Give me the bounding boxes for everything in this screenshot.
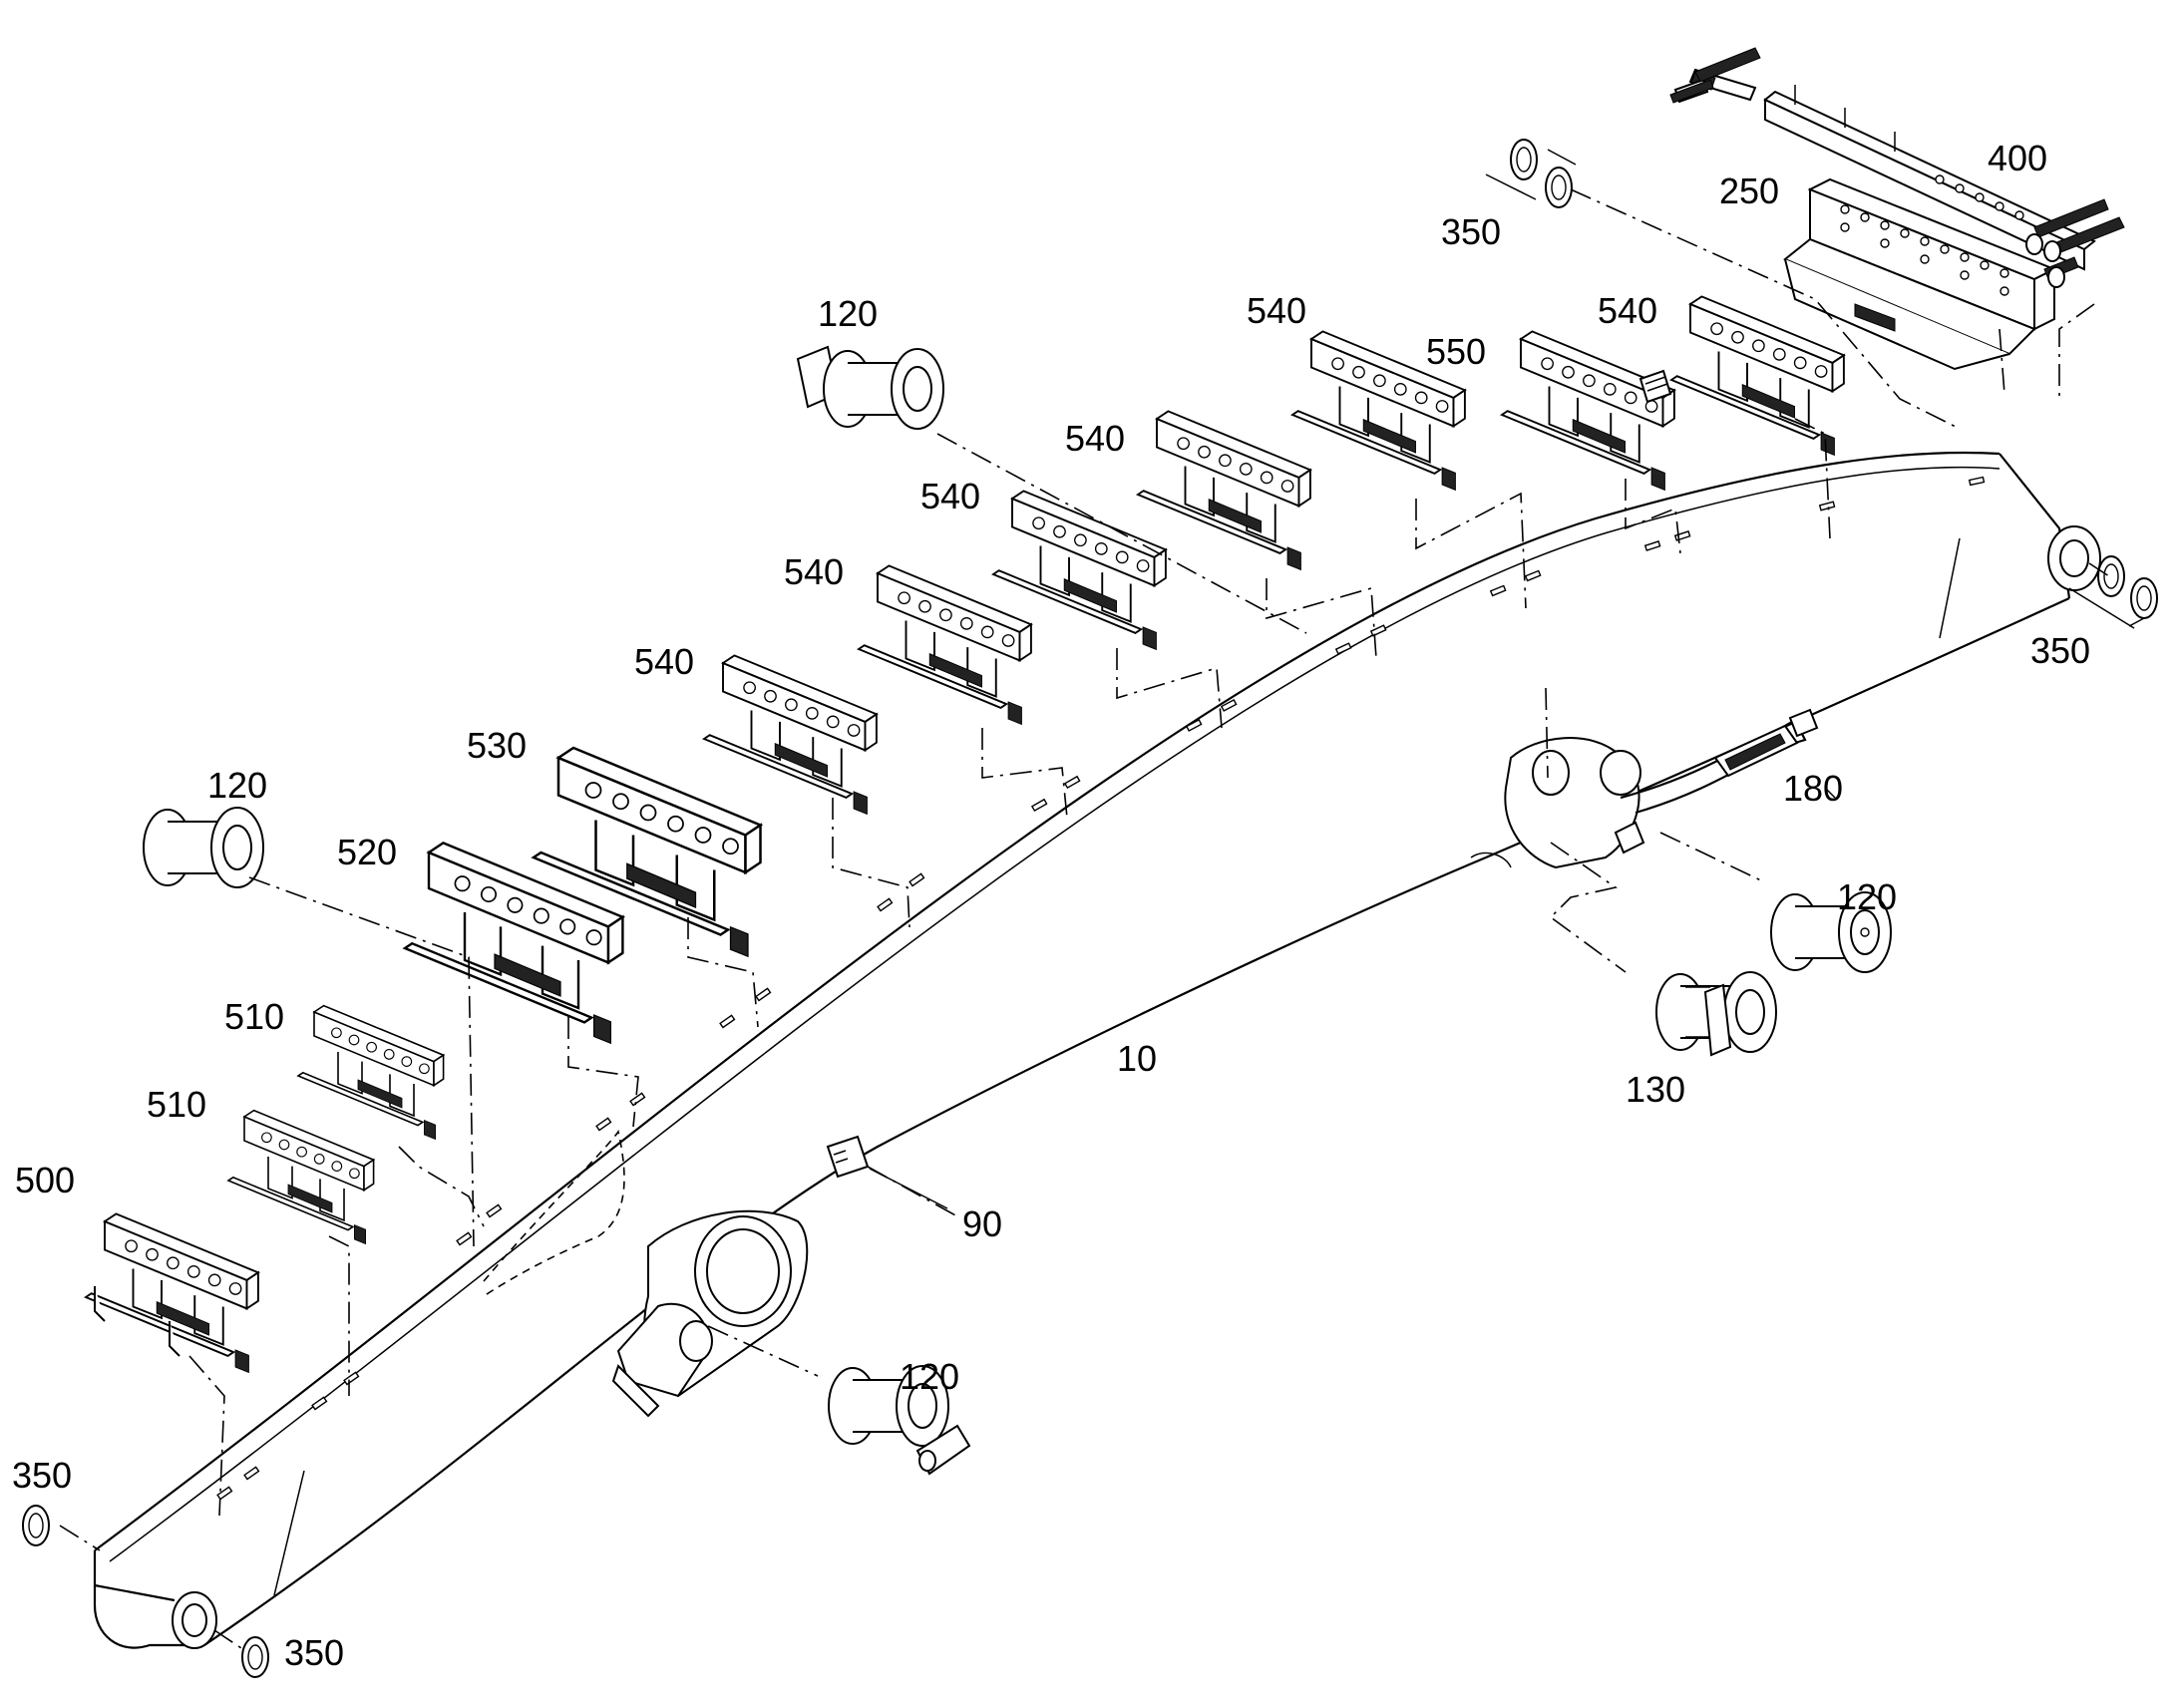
label-350-bottom: 350	[284, 1632, 344, 1673]
label-540-6: 540	[1598, 290, 1657, 331]
pin-120-left	[143, 807, 264, 888]
label-540-3: 540	[920, 476, 980, 516]
washer-350-top	[1510, 139, 1573, 208]
pin-120-top	[796, 345, 944, 430]
cylinder-bracket-upper	[1470, 737, 1645, 869]
clamp-540-4	[1137, 410, 1311, 571]
label-90: 90	[962, 1203, 1002, 1244]
assembly-lines	[59, 149, 2145, 1651]
label-350-right: 350	[2030, 630, 2090, 671]
label-550: 550	[1426, 331, 1486, 372]
label-510-lower: 510	[147, 1084, 206, 1125]
label-10: 10	[1117, 1038, 1157, 1079]
clamp-540-6	[1670, 295, 1845, 457]
cylinder-bracket-lower	[611, 1209, 809, 1418]
label-500: 500	[15, 1160, 75, 1200]
label-510-upper: 510	[224, 996, 284, 1037]
clamp-550	[1501, 330, 1675, 492]
leader-lines	[869, 787, 1836, 1209]
clamp-540-2	[858, 564, 1032, 726]
label-540-5: 540	[1247, 290, 1306, 331]
clamp-540-1	[703, 654, 878, 816]
label-540-1: 540	[634, 641, 694, 682]
label-130: 130	[1626, 1069, 1685, 1110]
clamp-500	[85, 1212, 259, 1374]
distribution-plate-400	[1669, 47, 2125, 288]
clamp-510-lower	[227, 1109, 375, 1245]
pin-120-lower	[828, 1365, 971, 1476]
label-120-lower: 120	[900, 1356, 959, 1397]
part-labels: 10 90 120 120 120 120 130 180 250 350 35…	[12, 138, 2090, 1673]
label-540-4: 540	[1065, 418, 1125, 459]
label-250: 250	[1719, 171, 1779, 211]
connector-block-250	[1783, 177, 2057, 371]
label-350-left: 350	[12, 1455, 72, 1496]
label-120-right: 120	[1837, 876, 1897, 917]
label-520: 520	[337, 832, 397, 872]
washer-350-bottom	[241, 1636, 269, 1678]
boom-arm	[93, 451, 2101, 1649]
label-120-top: 120	[818, 293, 878, 334]
washer-350-left	[22, 1505, 50, 1546]
pin-120-right	[1770, 891, 1892, 973]
clamp-510-upper	[297, 1004, 445, 1141]
label-530: 530	[467, 725, 527, 766]
label-180: 180	[1783, 768, 1843, 809]
label-120-left: 120	[207, 765, 267, 806]
cable-bracket-90	[826, 1135, 870, 1179]
label-400: 400	[1988, 138, 2047, 178]
label-540-2: 540	[784, 551, 844, 592]
washer-350-right	[2097, 555, 2158, 619]
label-350-top: 350	[1441, 211, 1501, 252]
pin-130	[1655, 971, 1777, 1057]
hose-assembly	[1620, 708, 1819, 815]
